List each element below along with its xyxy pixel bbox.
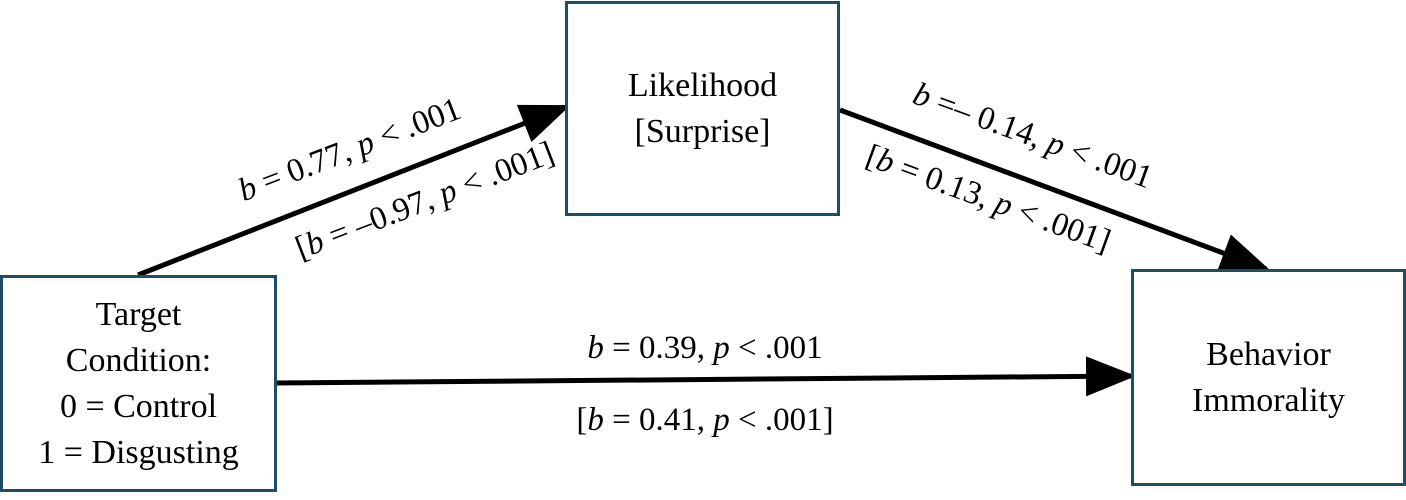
behavior-line-2: Immorality bbox=[1192, 381, 1345, 419]
target-line-1: Target bbox=[95, 295, 182, 333]
arrow-target-to-behavior bbox=[276, 356, 1136, 397]
c-path-bracket-b-symbol: b bbox=[587, 402, 604, 438]
c-path-b-value: = 0.39, bbox=[603, 330, 714, 366]
c-path-b-symbol: b bbox=[587, 330, 604, 366]
behavior-line-1: Behavior bbox=[1206, 335, 1331, 373]
likelihood-line-2: [Surprise] bbox=[634, 112, 771, 150]
c-path-p-value: < .001 bbox=[729, 330, 823, 366]
c-path-bracket-open: [ bbox=[576, 402, 588, 438]
c-path-bracket-p-symbol: p bbox=[713, 402, 730, 438]
target-line-2: Condition: bbox=[65, 341, 212, 379]
c-path-bracket-b-value: = 0.41, bbox=[603, 402, 714, 438]
likelihood-line-1: Likelihood bbox=[627, 66, 778, 104]
c-path-bracket-p-value: < .001] bbox=[729, 402, 834, 438]
target-line-4: 1 = Disgusting bbox=[38, 433, 239, 471]
target-line-3: 0 = Control bbox=[59, 387, 218, 425]
target-condition-box: Target Condition: 0 = Control 1 = Disgus… bbox=[0, 275, 277, 492]
arrow-likelihood-to-behavior bbox=[839, 107, 1271, 273]
likelihood-box: Likelihood [Surprise] bbox=[565, 1, 840, 216]
c-path-label: b = 0.39, p < .001 bbox=[560, 330, 850, 367]
arrow-target-to-likelihood bbox=[137, 104, 571, 278]
c-path-bracket-label: [b = 0.41, p < .001] bbox=[555, 402, 855, 439]
c-path-p-symbol: p bbox=[713, 330, 730, 366]
behavior-box: Behavior Immorality bbox=[1131, 269, 1406, 486]
